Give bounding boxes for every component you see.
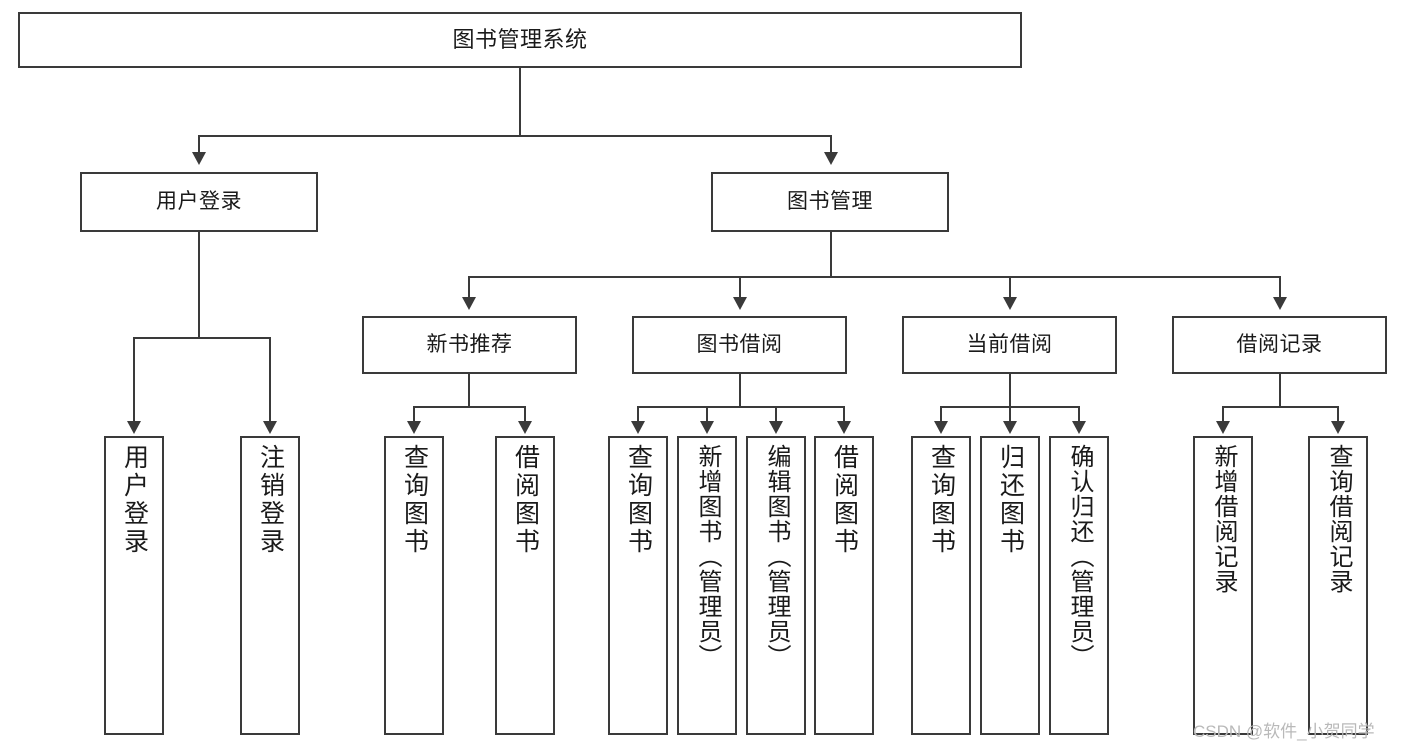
arrowhead-root-to-book-management	[824, 152, 838, 165]
leaf-confirm-return[interactable]: 确认归还（管理员）	[1049, 436, 1109, 735]
connector-root-to-book-management	[830, 135, 832, 153]
connector-bm-to-book-borrow	[739, 276, 741, 298]
node-label: 查询借阅记录	[1325, 444, 1352, 594]
connector-bb-to-leaf-4	[843, 406, 845, 422]
arrowhead-cb-to-leaf-3	[1072, 421, 1086, 434]
leaf-logout-login[interactable]: 注销登录	[240, 436, 300, 735]
node-label: 查询图书	[927, 444, 956, 556]
node-label: 图书管理	[787, 189, 873, 213]
connector-bb-to-leaf-1	[637, 406, 639, 422]
arrowhead-br-to-leaf-1	[1216, 421, 1230, 434]
node-label: 借阅图书	[830, 444, 859, 556]
node-label: 编辑图书（管理员）	[763, 444, 790, 669]
leaf-query-book-recommend[interactable]: 查询图书	[384, 436, 444, 735]
node-label: 新增借阅记录	[1210, 444, 1237, 594]
connector-user-login-to-leaf-2	[269, 337, 271, 422]
arrowhead-bm-to-current-borrow	[1003, 297, 1017, 310]
node-label: 图书借阅	[696, 332, 783, 356]
connector-book-management-bus	[468, 276, 1280, 278]
arrowhead-bb-to-leaf-4	[837, 421, 851, 434]
connector-cb-to-leaf-3	[1078, 406, 1080, 422]
node-label: 注销登录	[256, 444, 285, 556]
node-root-book-management-system[interactable]: 图书管理系统	[18, 12, 1022, 68]
connector-new-book-stem	[468, 374, 470, 407]
node-label: 查询图书	[400, 444, 429, 556]
leaf-add-book[interactable]: 新增图书（管理员）	[677, 436, 737, 735]
node-label: 确认归还（管理员）	[1066, 444, 1093, 669]
node-borrow-record[interactable]: 借阅记录	[1172, 316, 1387, 374]
arrowhead-br-to-leaf-2	[1331, 421, 1345, 434]
connector-current-borrow-stem	[1009, 374, 1011, 407]
connector-cb-to-leaf-1	[940, 406, 942, 422]
leaf-borrow-book[interactable]: 借阅图书	[814, 436, 874, 735]
connector-user-login-bus	[133, 337, 270, 339]
connector-root-to-user-login	[198, 135, 200, 153]
arrowhead-bm-to-book-borrow	[733, 297, 747, 310]
connector-br-to-leaf-1	[1222, 406, 1224, 422]
connector-root-stem	[519, 68, 521, 136]
connector-user-login-to-leaf-1	[133, 337, 135, 422]
leaf-query-borrow-record[interactable]: 查询借阅记录	[1308, 436, 1368, 735]
connector-nb-to-leaf-1	[413, 406, 415, 422]
leaf-add-borrow-record[interactable]: 新增借阅记录	[1193, 436, 1253, 735]
leaf-user-login[interactable]: 用户登录	[104, 436, 164, 735]
leaf-query-book-current[interactable]: 查询图书	[911, 436, 971, 735]
node-book-borrow[interactable]: 图书借阅	[632, 316, 847, 374]
leaf-return-book[interactable]: 归还图书	[980, 436, 1040, 735]
node-book-management[interactable]: 图书管理	[711, 172, 949, 232]
arrowhead-cb-to-leaf-2	[1003, 421, 1017, 434]
connector-nb-to-leaf-2	[524, 406, 526, 422]
arrowhead-bm-to-new-book	[462, 297, 476, 310]
node-user-login[interactable]: 用户登录	[80, 172, 318, 232]
connector-new-book-bus	[413, 406, 526, 408]
leaf-borrow-book-recommend[interactable]: 借阅图书	[495, 436, 555, 735]
node-label: 新增图书（管理员）	[694, 444, 721, 669]
arrowhead-bm-to-borrow-record	[1273, 297, 1287, 310]
connector-book-borrow-stem	[739, 374, 741, 407]
arrowhead-bb-to-leaf-3	[769, 421, 783, 434]
arrowhead-nb-to-leaf-1	[407, 421, 421, 434]
arrowhead-bb-to-leaf-2	[700, 421, 714, 434]
node-label: 借阅图书	[511, 444, 540, 556]
node-label: 新书推荐	[426, 332, 513, 356]
node-label: 借阅记录	[1236, 332, 1323, 356]
connector-br-to-leaf-2	[1337, 406, 1339, 422]
node-label: 查询图书	[624, 444, 653, 556]
arrowhead-root-to-user-login	[192, 152, 206, 165]
connector-borrow-record-bus	[1222, 406, 1339, 408]
connector-bm-to-borrow-record	[1279, 276, 1281, 298]
node-label: 图书管理系统	[452, 27, 588, 53]
leaf-edit-book[interactable]: 编辑图书（管理员）	[746, 436, 806, 735]
node-new-book-recommend[interactable]: 新书推荐	[362, 316, 577, 374]
connector-bb-to-leaf-2	[706, 406, 708, 422]
arrowhead-bb-to-leaf-1	[631, 421, 645, 434]
connector-user-login-stem	[198, 232, 200, 338]
arrowhead-user-login-to-leaf-2	[263, 421, 277, 434]
connector-borrow-record-stem	[1279, 374, 1281, 407]
arrowhead-cb-to-leaf-1	[934, 421, 948, 434]
connector-bb-to-leaf-3	[775, 406, 777, 422]
node-label: 用户登录	[120, 444, 149, 556]
connector-bm-to-new-book	[468, 276, 470, 298]
connector-book-borrow-bus	[637, 406, 845, 408]
connector-cb-to-leaf-2	[1009, 406, 1011, 422]
node-current-borrow[interactable]: 当前借阅	[902, 316, 1117, 374]
node-label: 当前借阅	[966, 332, 1053, 356]
connector-book-management-stem	[830, 232, 832, 277]
leaf-query-book-borrow[interactable]: 查询图书	[608, 436, 668, 735]
node-label: 归还图书	[996, 444, 1025, 556]
watermark-text: CSDN @软件_小贺同学	[1193, 722, 1375, 741]
connector-bm-to-current-borrow	[1009, 276, 1011, 298]
connector-root-bus	[198, 135, 831, 137]
arrowhead-user-login-to-leaf-1	[127, 421, 141, 434]
arrowhead-nb-to-leaf-2	[518, 421, 532, 434]
node-label: 用户登录	[156, 189, 242, 213]
